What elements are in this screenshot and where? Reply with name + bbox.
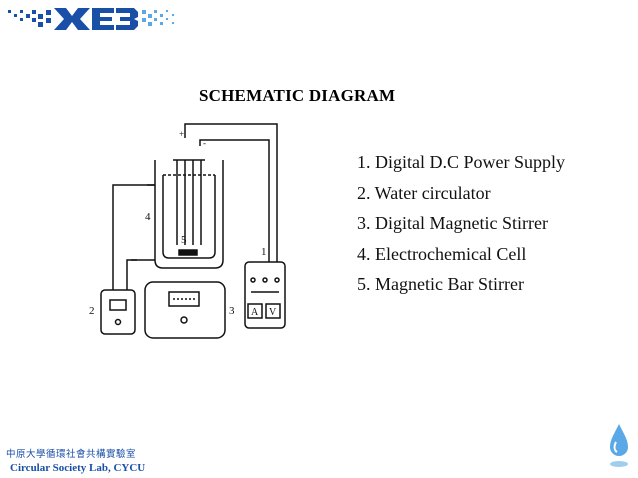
legend-item: 4. Electrochemical Cell bbox=[357, 243, 527, 264]
page-title: SCHEMATIC DIAGRAM bbox=[199, 86, 396, 105]
component-legend: 1. Digital D.C Power Supply 2. Water cir… bbox=[357, 147, 565, 300]
meter-label: V bbox=[269, 307, 277, 318]
polarity-label: - bbox=[203, 138, 206, 148]
hose-out bbox=[112, 184, 155, 290]
legend-item: 2. Water circulator bbox=[357, 182, 491, 203]
legend-item: 1. Digital D.C Power Supply bbox=[357, 152, 566, 172]
diagram-label: 3 bbox=[229, 305, 235, 317]
water-circulator bbox=[100, 289, 136, 335]
diagram-label: 2 bbox=[89, 305, 95, 317]
wire-positive bbox=[184, 123, 278, 262]
diagram-label: 5 bbox=[181, 234, 187, 246]
legend-item: 3. Digital Magnetic Stirrer bbox=[357, 213, 548, 233]
voltmeter bbox=[265, 303, 281, 319]
schematic-diagram: + - 5 4 2 3 A V 1 bbox=[89, 123, 286, 339]
polarity-label: + bbox=[179, 129, 184, 139]
legend-item: 5. Magnetic Bar Stirrer bbox=[357, 274, 524, 294]
diagram-label: 4 bbox=[145, 211, 151, 223]
water-drop-icon bbox=[610, 424, 628, 467]
lab-name-english: Circular Society Lab, CYCU bbox=[10, 462, 146, 474]
electrochemical-cell bbox=[154, 160, 224, 269]
magnetic-stirrer bbox=[144, 281, 226, 339]
brand-logo-icon bbox=[8, 8, 174, 30]
diagram-label: 1 bbox=[261, 246, 267, 258]
stir-bar bbox=[178, 249, 198, 256]
ammeter bbox=[247, 303, 263, 319]
meter-label: A bbox=[251, 307, 259, 318]
footer-lab-name: 中原大學循環社會共構實驗室 Circular Society Lab, CYCU bbox=[0, 444, 160, 478]
hose-in bbox=[126, 259, 155, 290]
lab-name-chinese: 中原大學循環社會共構實驗室 bbox=[6, 449, 137, 460]
dc-power-supply bbox=[244, 261, 286, 329]
wire-negative bbox=[199, 139, 270, 262]
